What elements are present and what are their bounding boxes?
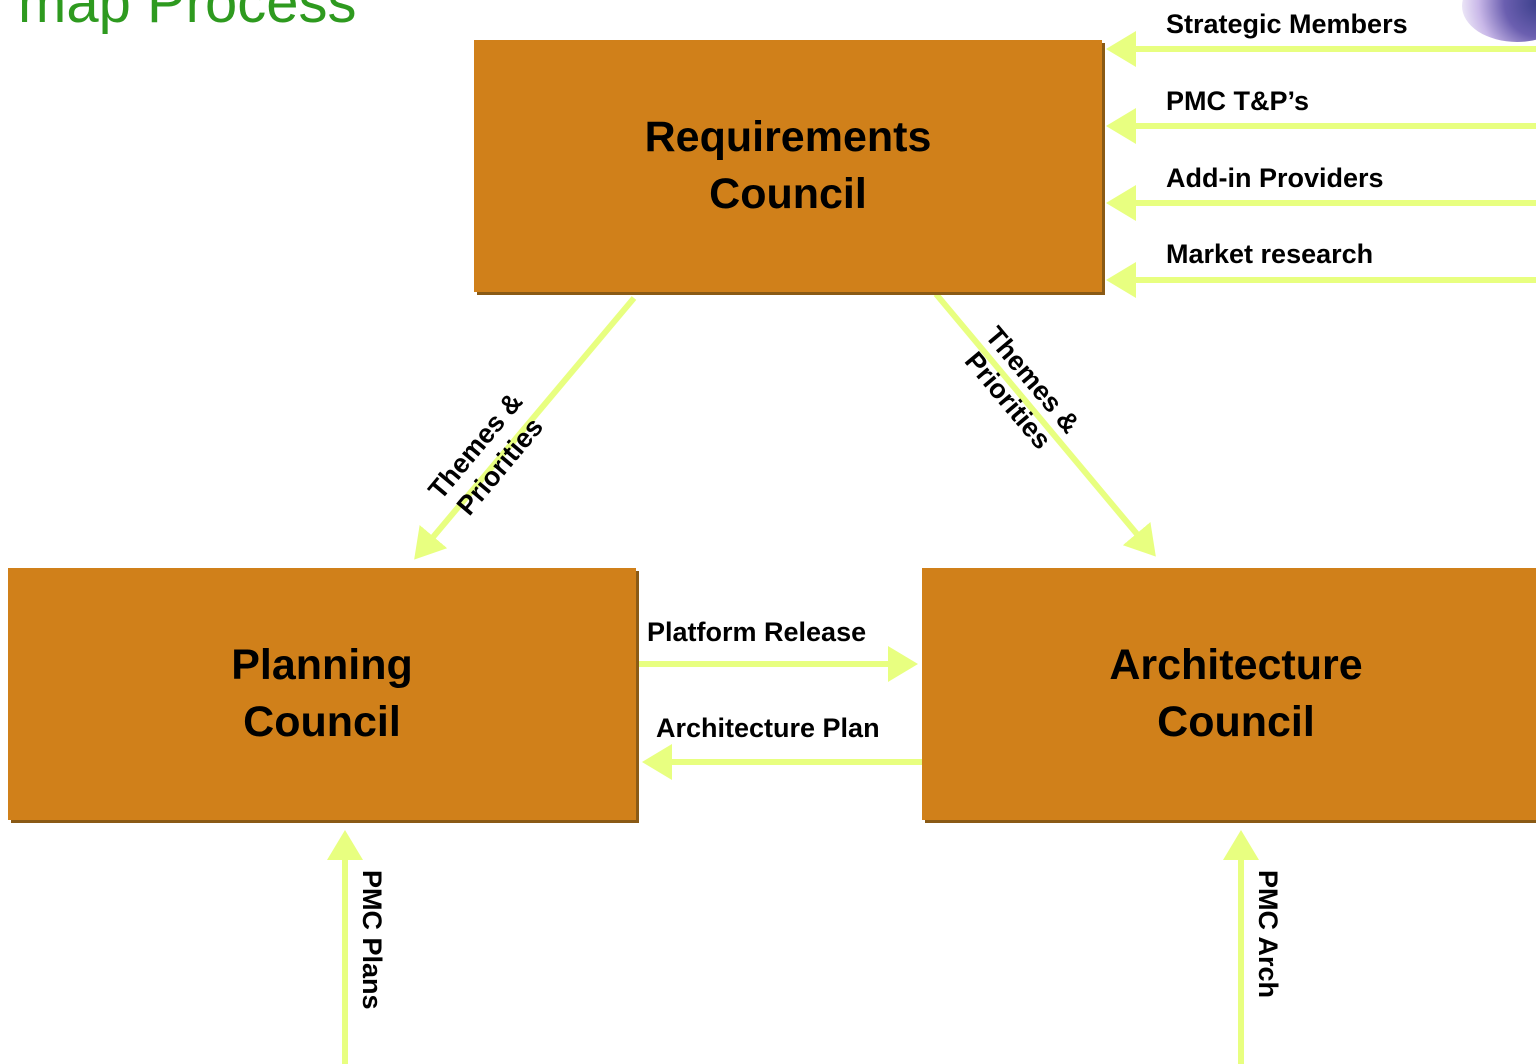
planning-council-line2: Council <box>243 698 401 746</box>
input-label-add-in-providers: Add-in Providers <box>1166 163 1384 193</box>
input-label-pmc-tp: PMC T&P’s <box>1166 86 1310 116</box>
page-title: map Process <box>18 0 357 35</box>
architecture-council-box: Architecture Council <box>922 568 1536 820</box>
architecture-council-line2: Council <box>1157 698 1315 746</box>
flow-label-platform-release: Platform Release <box>647 617 867 647</box>
requirements-council-line2: Council <box>709 170 867 218</box>
arrow-req-to-plan <box>414 296 637 560</box>
input-label-strategic-members: Strategic Members <box>1166 9 1408 39</box>
flow-label-pmc-arch: PMC Arch <box>1253 870 1283 999</box>
flow-label-pmc-plans: PMC Plans <box>357 870 387 1010</box>
requirements-council-box: Requirements Council <box>474 40 1102 292</box>
arrow-req-to-arch <box>933 292 1156 557</box>
input-label-market-research: Market research <box>1166 239 1374 269</box>
planning-council-line1: Planning <box>231 640 413 689</box>
architecture-council-line1: Architecture <box>1109 640 1363 689</box>
planning-council-box: Planning Council <box>8 568 636 820</box>
flow-label-architecture-plan: Architecture Plan <box>656 713 880 743</box>
requirements-council-line1: Requirements <box>644 112 932 161</box>
